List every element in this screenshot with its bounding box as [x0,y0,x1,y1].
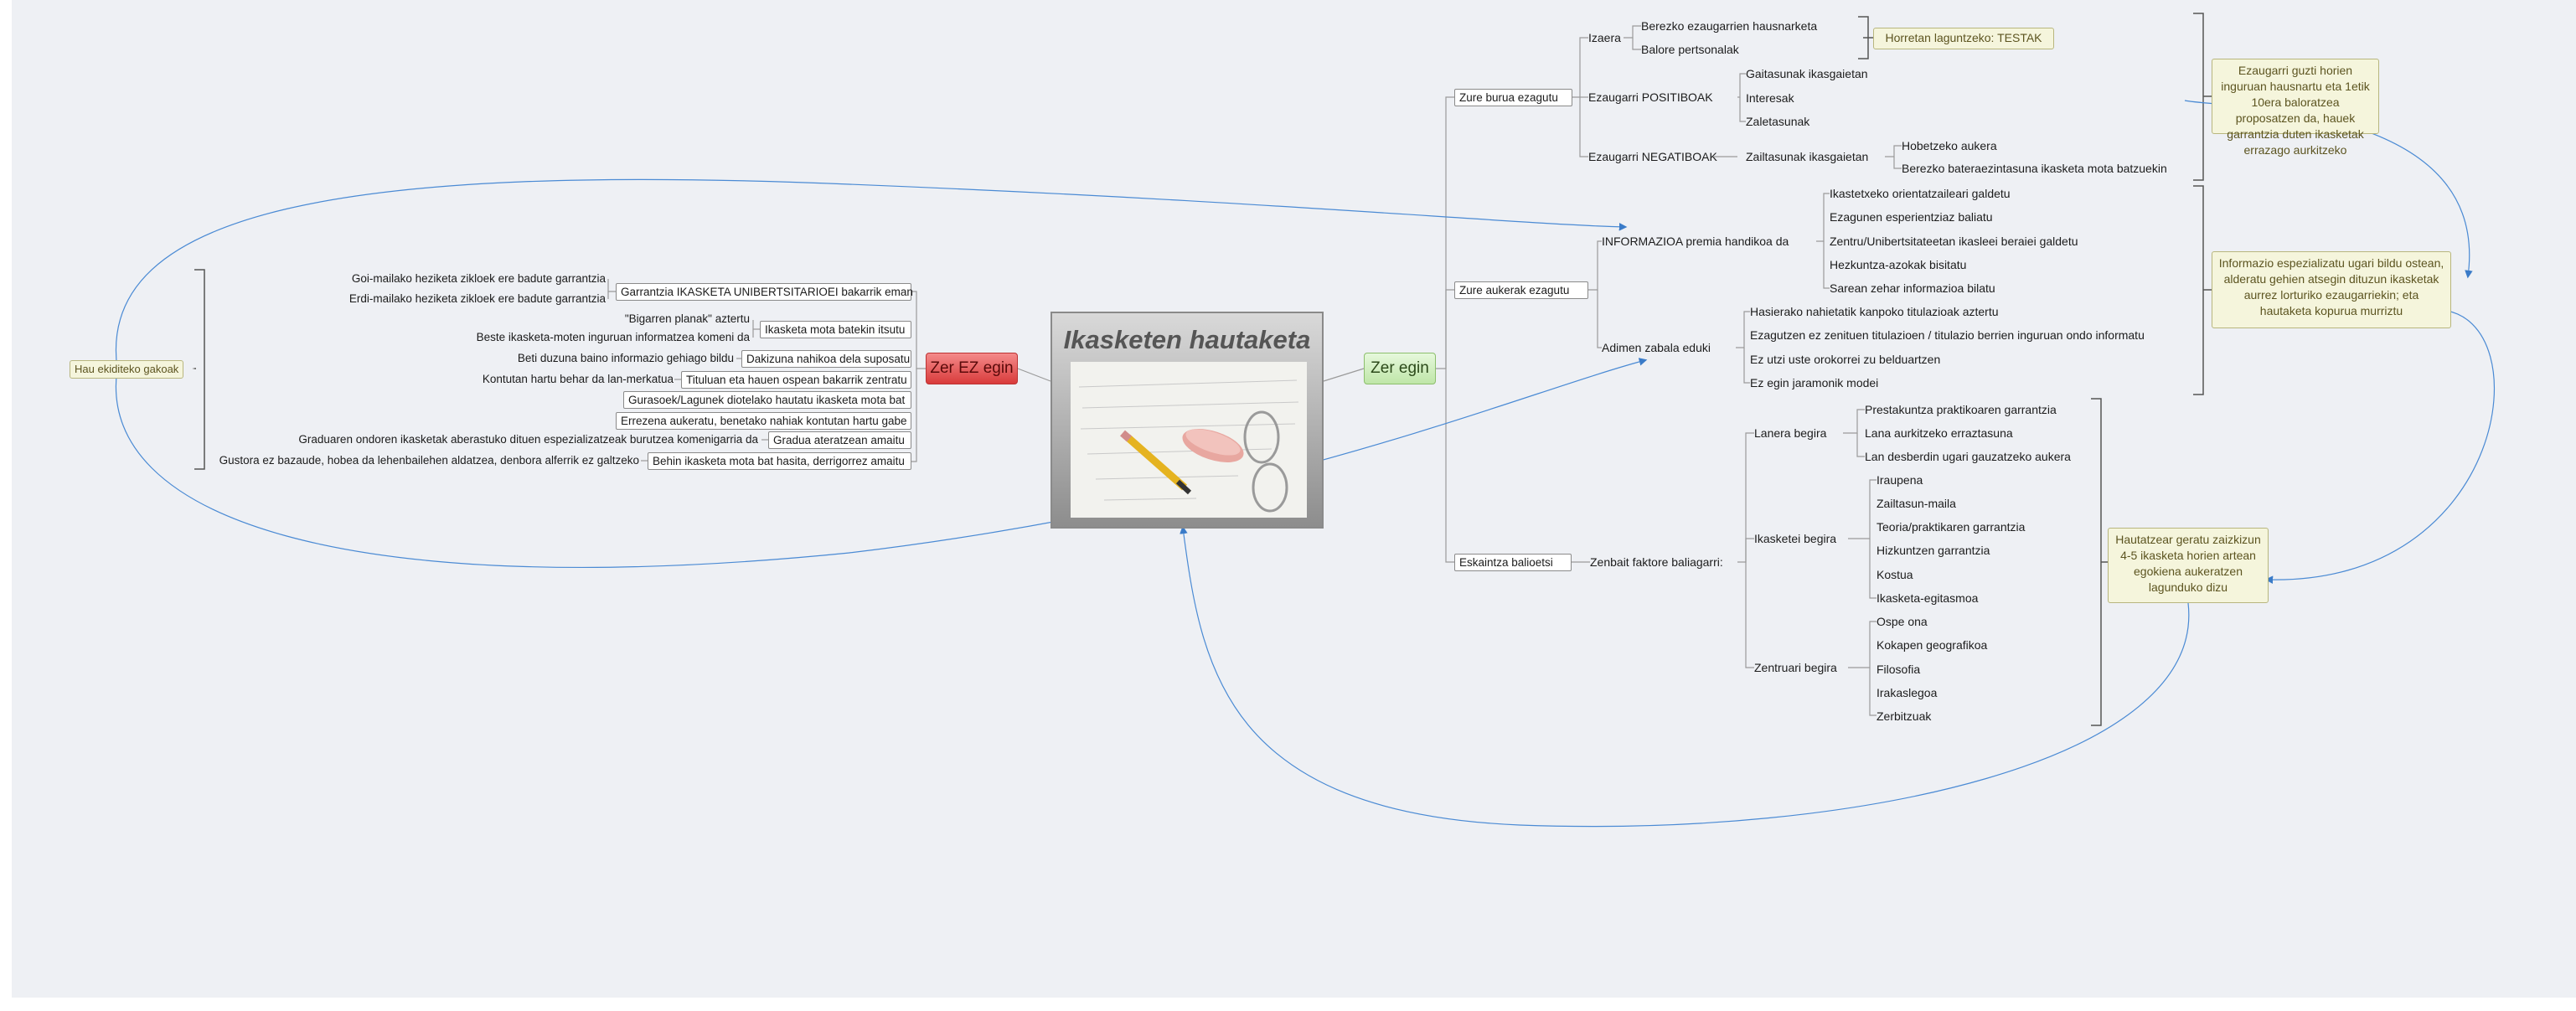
left-sub-erdi-mailako: Erdi-mailako heziketa zikloek ere badute… [348,292,606,305]
item-prestakuntza: Prestakuntza praktikoaren garrantzia [1865,403,2057,416]
item-balore-pertsonalak: Balore pertsonalak [1641,43,1739,56]
item-ezagutzen-ez: Ezagutzen ez zenituen titulazioen / titu… [1750,328,2145,342]
topic-lanera-begira[interactable]: Lanera begira [1754,426,1827,440]
item-berezko-ezaugarrien: Berezko ezaugarrien hausnarketa [1641,19,1818,33]
left-topic-gradua[interactable]: Gradua ateratzean amaitu [768,431,911,449]
item-ez-egin-jaramonik: Ez egin jaramonik modei [1750,376,1879,389]
item-ikastetxeko: Ikastetxeko orientatzaileari galdetu [1830,187,2011,200]
topic-adimen-zabala[interactable]: Adimen zabala eduki [1602,341,1711,354]
topic-zure-burua[interactable]: Zure burua ezagutu [1454,89,1572,106]
item-sarean: Sarean zehar informazioa bilatu [1830,281,1995,295]
item-interesak: Interesak [1746,91,1794,105]
item-gaitasunak: Gaitasunak ikasgaietan [1746,67,1868,80]
item-hizkuntzen: Hizkuntzen garrantzia [1877,544,1990,557]
item-ezagunen: Ezagunen esperientziaz baliatu [1830,210,1993,224]
item-berezko-bateraezintasuna: Berezko bateraezintasuna ikasketa mota b… [1902,162,2167,175]
left-topic-unibertsitarioak[interactable]: Garrantzia IKASKETA UNIBERTSITARIOEI bak… [616,283,913,301]
left-sub-graduaren-ondoren: Graduaren ondoren ikasketak aberastuko d… [298,433,758,446]
connector-lines [115,13,2495,828]
topic-zailtasunak[interactable]: Zailtasunak ikasgaietan [1746,150,1869,163]
note-hautatzear[interactable]: Hautatzear geratu zaizkizun 4-5 ikasketa… [2108,528,2269,603]
item-zaletasunak: Zaletasunak [1746,115,1810,128]
topic-informazioa[interactable]: INFORMAZIOA premia handikoa da [1602,235,1789,248]
left-topic-tituluan[interactable]: Tituluan eta hauen ospean bakarrik zentr… [681,371,911,389]
left-sub-lan-merkatua: Kontutan hartu behar da lan-merkatua [482,373,674,385]
left-sub-beti-duzuna: Beti duzuna baino informazio gehiago bil… [517,352,734,364]
left-topic-itsutu[interactable]: Ikasketa mota batekin itsutu [760,321,911,338]
left-sub-bigarren-planak: "Bigarren planak" aztertu [624,312,750,325]
note-informazio-espezializatu[interactable]: Informazio espezializatu ugari bildu ost… [2212,251,2451,328]
topic-ezaugarri-negatiboak[interactable]: Ezaugarri NEGATIBOAK [1588,150,1717,163]
left-sub-gustora-ez: Gustora ez bazaude, hobea da lehenbaileh… [219,454,639,467]
left-sub-beste-ikasketa: Beste ikasketa-moten inguruan informatze… [476,331,750,343]
item-kokapen: Kokapen geografikoa [1877,638,1988,652]
item-kostua: Kostua [1877,568,1913,581]
topic-izaera[interactable]: Izaera [1588,31,1621,44]
item-hezkuntza-azokak: Hezkuntza-azokak bisitatu [1830,258,1967,271]
item-lana-aurkitzeko: Lana aurkitzeko erraztasuna [1865,426,2013,440]
item-hobetzeko-aukera: Hobetzeko aukera [1902,139,1997,152]
item-iraupena: Iraupena [1877,473,1923,487]
item-teoria-praktika: Teoria/praktikaren garrantzia [1877,520,2026,534]
item-lan-desberdin: Lan desberdin ugari gauzatzeko aukera [1865,450,2071,463]
item-ikasketa-egitasmoa: Ikasketa-egitasmoa [1877,591,1979,605]
left-topic-behin[interactable]: Behin ikasketa mota bat hasita, derrigor… [648,452,911,470]
item-zailtasun-maila: Zailtasun-maila [1877,497,1956,510]
central-topic-title: Ikasketen hautaketa [1063,325,1311,354]
item-zentru-unibertsitate: Zentru/Unibertsitateetan ikasleei beraie… [1830,235,2078,248]
left-sub-goi-mailako: Goi-mailako heziketa zikloek ere badute … [351,272,606,285]
item-filosofia: Filosofia [1877,663,1921,676]
topic-eskaintza[interactable]: Eskaintza balioetsi [1454,554,1572,571]
topic-ezaugarri-positiboak[interactable]: Ezaugarri POSITIBOAK [1588,90,1713,104]
left-topic-errezena[interactable]: Errezena aukeratu, benetako nahiak kontu… [616,412,911,430]
note-hau-ekiditeko[interactable]: Hau ekiditeko gakoak [70,360,184,379]
item-irakaslegoa: Irakaslegoa [1877,686,1938,699]
topic-zure-aukerak[interactable]: Zure aukerak ezagutu [1454,281,1588,299]
item-hasierako-nahietatik: Hasierako nahietatik kanpoko titulazioak… [1750,305,1999,318]
topic-zenbait-faktore[interactable]: Zenbait faktore baliagarri: [1590,555,1723,569]
left-topic-dakizuna[interactable]: Dakizuna nahikoa dela suposatu [741,350,911,368]
item-ospe-ona: Ospe ona [1877,615,1928,628]
item-zerbitzuak: Zerbitzuak [1877,709,1932,723]
topic-zentruari-begira[interactable]: Zentruari begira [1754,661,1837,674]
note-testak[interactable]: Horretan laguntzeko: TESTAK [1873,28,2054,49]
central-topic[interactable]: Ikasketen hautaketa [1051,312,1324,529]
branch-zer-egin[interactable]: Zer egin [1364,353,1436,384]
item-ez-utzi: Ez utzi uste orokorrei zu belduartzen [1750,353,1941,366]
note-ezaugarri-guzti[interactable]: Ezaugarri guzti horien inguruan hausnart… [2212,59,2379,157]
left-topic-gurasoek[interactable]: Gurasoek/Lagunek diotelako hautatu ikask… [623,391,911,409]
central-topic-image [1071,362,1307,518]
topic-ikasketei-begira[interactable]: Ikasketei begira [1754,532,1837,545]
mindmap-canvas: Ikasketen hautaketa Zer EZ egin Ze [12,0,2576,998]
branch-zer-ez-egin[interactable]: Zer EZ egin [926,353,1018,384]
